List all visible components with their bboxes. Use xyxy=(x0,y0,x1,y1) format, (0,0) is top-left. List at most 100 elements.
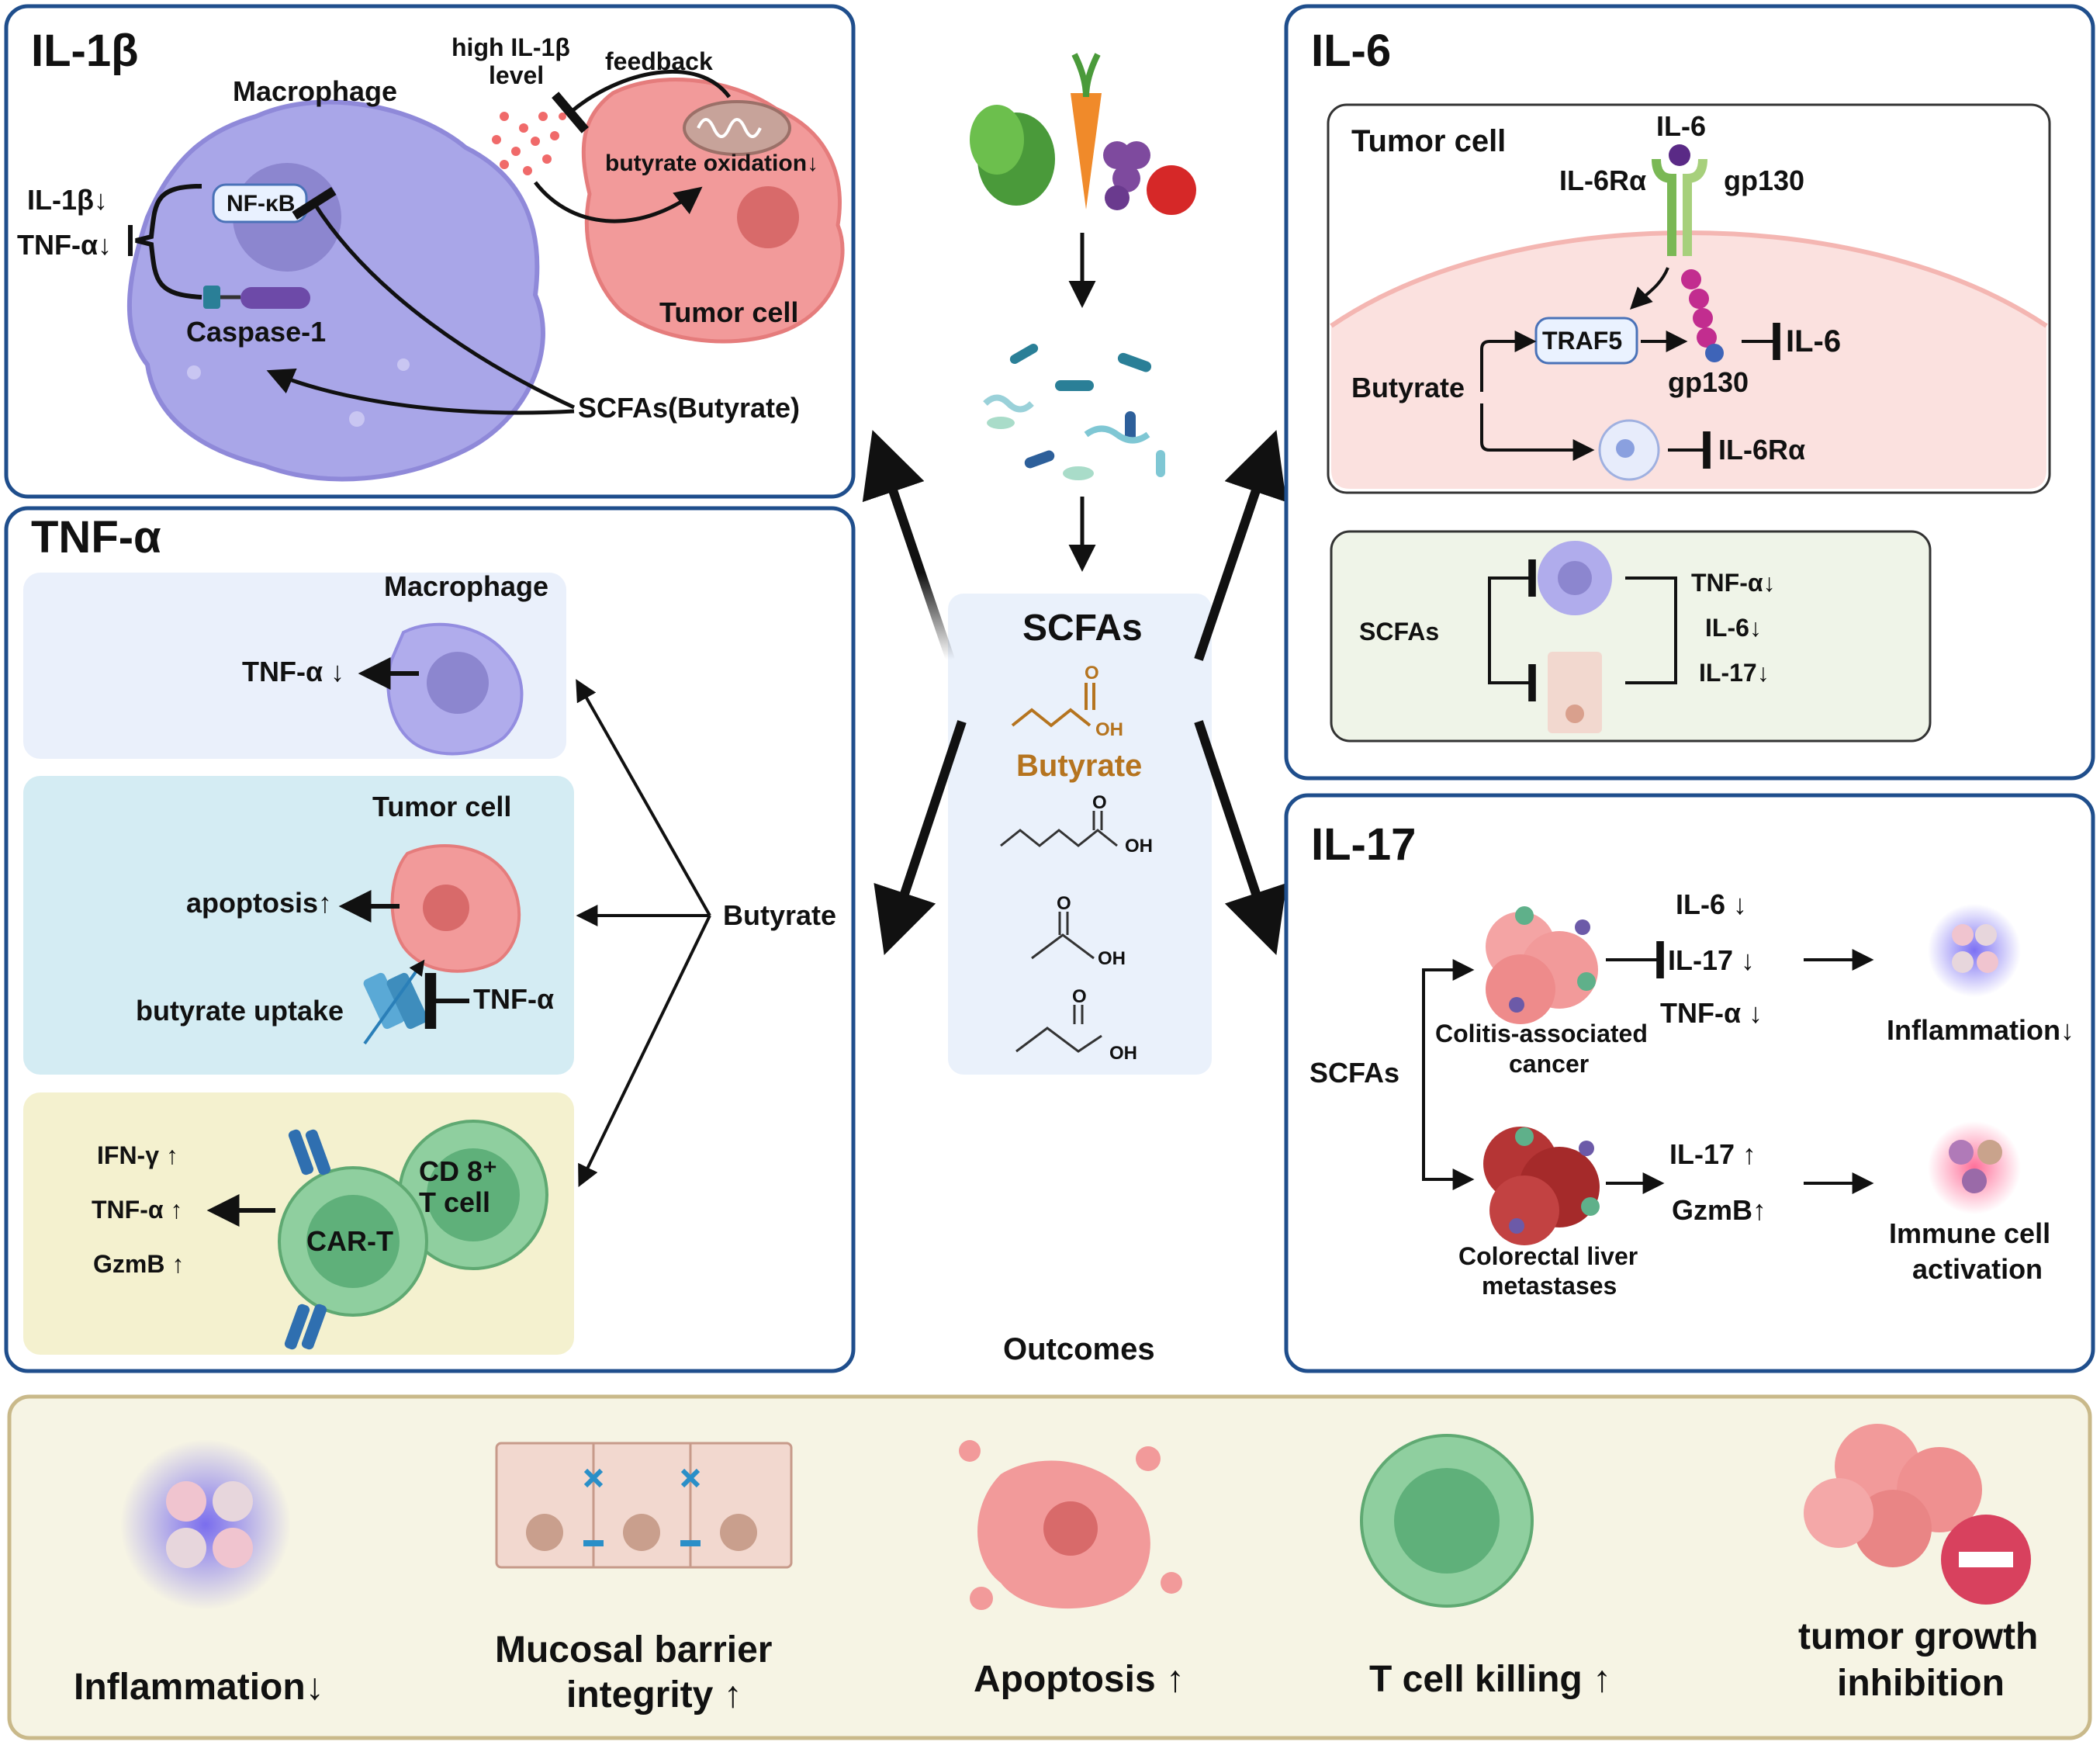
tumor-cell-icon xyxy=(390,844,521,973)
scfas-to-caspase xyxy=(266,368,575,415)
vegetables-icon xyxy=(970,53,1196,215)
immune-cells-pink-icon xyxy=(1928,1121,2021,1214)
butyrate-center-label: Butyrate xyxy=(1016,749,1142,783)
macrophage-icon xyxy=(1538,541,1612,615)
outcome-mucosal-label-1: Mucosal barrier xyxy=(495,1629,772,1671)
epithelial-cell-icon xyxy=(1548,652,1602,733)
mol4-oh: OH xyxy=(1109,1043,1137,1064)
outcomes-title: Outcomes xyxy=(1003,1332,1155,1366)
il1b-dots xyxy=(492,112,566,175)
outcomes-section: Outcomes Inflammation↓ Mucosal barrier i… xyxy=(7,1332,2092,1740)
uptake-label: butyrate uptake xyxy=(136,995,344,1027)
panel-il1b: IL-1β Macrophage NF-κB Caspase-1 IL-1β↓ … xyxy=(4,4,856,499)
cac-label-2: cancer xyxy=(1509,1050,1589,1078)
il6ra-label: IL-6Rα xyxy=(1559,164,1646,196)
macrophage-icon xyxy=(126,99,545,482)
tnfa-down-label: TNF-α↓ xyxy=(17,229,112,261)
immune-label-1: Immune cell xyxy=(1889,1217,2050,1249)
mol3-oh: OH xyxy=(1098,948,1126,969)
il6-tnfa-label: TNF-α↓ xyxy=(1691,569,1776,597)
outcome-mucosal-label-2: integrity ↑ xyxy=(566,1674,742,1716)
valerate-molecule xyxy=(1000,811,1118,847)
scfas-inhibit-nfkb xyxy=(292,186,576,410)
bacteria-icon xyxy=(983,344,1165,480)
il17-il17-label: IL-17 ↓ xyxy=(1668,944,1755,976)
il1b-down-label: IL-1β↓ xyxy=(27,184,108,216)
high-il1b-label-2: level xyxy=(489,61,544,89)
oxidation-label: butyrate oxidation↓ xyxy=(605,151,818,176)
caspase-label: Caspase-1 xyxy=(186,316,326,348)
receptor-icon xyxy=(1652,144,1707,256)
outcome-apoptosis-label: Apoptosis ↑ xyxy=(974,1659,1185,1700)
tumor-inhibition-icon xyxy=(1804,1424,2031,1605)
tnfa-tumor-label: Tumor cell xyxy=(372,791,511,822)
high-il1b-label-1: high IL-1β xyxy=(451,33,570,61)
il6-inhibited-label: IL-6 xyxy=(1786,324,1841,358)
panel-title-il1b: IL-1β xyxy=(31,26,139,76)
mol2-oh: OH xyxy=(1125,836,1153,857)
il6-top-label: IL-6 xyxy=(1656,110,1706,142)
il6-il17-label: IL-17↓ xyxy=(1699,659,1770,687)
tumor-cluster-icon xyxy=(1486,906,1598,1024)
transporter-icon xyxy=(363,959,428,1045)
mol2-o: O xyxy=(1092,792,1107,813)
gzmb-up-label: GzmB↑ xyxy=(1672,1194,1766,1226)
gp130-bottom-label: gp130 xyxy=(1668,366,1749,398)
scfas-center-label: SCFAs xyxy=(1022,608,1143,649)
mol4-o: O xyxy=(1072,986,1087,1007)
outcome-tumor-label-1: tumor growth xyxy=(1798,1616,2038,1657)
butyrate-molecule xyxy=(1011,683,1095,728)
acetate-molecule xyxy=(1031,912,1095,960)
scfas-butyrate-label: SCFAs(Butyrate) xyxy=(578,392,800,424)
t-cell-icon xyxy=(1360,1434,1534,1608)
tnfa-butyrate-label: Butyrate xyxy=(723,899,836,931)
apoptosis-icon xyxy=(959,1440,1182,1610)
clm-label-2: metastases xyxy=(1482,1272,1617,1300)
immune-cells-blue-icon xyxy=(1928,904,2021,997)
panel-tnfa: TNF-α Macrophage TNF-α ↓ Tumor cell apop… xyxy=(4,506,856,1373)
outcome-tcell-label: T cell killing ↑ xyxy=(1369,1659,1611,1700)
outcome-tumor-label-2: inhibition xyxy=(1837,1663,2005,1704)
car-t-icon xyxy=(278,1120,548,1350)
arrow-to-il1b xyxy=(862,430,955,661)
tnfa-macrophage-label: Macrophage xyxy=(384,570,548,602)
cd8-label-2: T cell xyxy=(419,1186,490,1218)
il17-tnfa-label: TNF-α ↓ xyxy=(1660,997,1763,1029)
tnfa-up-label: TNF-α ↑ xyxy=(92,1196,182,1224)
mol3-o: O xyxy=(1057,893,1071,914)
gp130-label: gp130 xyxy=(1724,164,1804,196)
traf5-label: TRAF5 xyxy=(1542,327,1622,355)
immune-label-2: activation xyxy=(1912,1253,2043,1285)
panel-il17: IL-17 SCFAs Colitis-associated cancer Co… xyxy=(1284,793,2095,1373)
tumor-cell-label: Tumor cell xyxy=(659,296,798,328)
metastasis-cluster-icon xyxy=(1483,1127,1600,1245)
clm-label-1: Colorectal liver xyxy=(1458,1242,1638,1270)
panel-title-il6: IL-6 xyxy=(1311,26,1391,76)
scfa-box xyxy=(948,594,1212,1075)
il6-butyrate-label: Butyrate xyxy=(1351,372,1465,403)
il6ra-inhibited-label: IL-6Rα xyxy=(1718,434,1805,466)
center-column: SCFAs O OH Butyrate O OH O OH O OH xyxy=(862,53,1287,1075)
il6-il6-label: IL-6↓ xyxy=(1705,614,1762,642)
caspase-icon xyxy=(203,286,220,309)
il17-inflammation-label: Inflammation↓ xyxy=(1887,1014,2074,1046)
arrow-to-tnfa xyxy=(874,720,967,955)
macrophage-icon xyxy=(386,622,524,756)
panel-title-il17: IL-17 xyxy=(1311,819,1416,870)
arrow-to-il6 xyxy=(1194,430,1287,661)
cd8-label-1: CD 8⁺ xyxy=(419,1155,497,1187)
macrophage-label: Macrophage xyxy=(233,75,397,107)
cart-label: CAR-T xyxy=(306,1225,393,1257)
arrow-to-il17 xyxy=(1194,720,1287,955)
butyrate-o: O xyxy=(1085,663,1099,684)
apoptosis-label: apoptosis↑ xyxy=(186,887,332,919)
il6-scfa-box xyxy=(1330,530,1932,743)
epithelium-icon xyxy=(495,1442,793,1569)
tnfa-inhibitor-label: TNF-α xyxy=(473,983,554,1015)
il6-scfas-label: SCFAs xyxy=(1359,618,1439,646)
cell-icon xyxy=(1598,419,1660,481)
il6-tumor-label: Tumor cell xyxy=(1351,124,1506,158)
il17-il6-label: IL-6 ↓ xyxy=(1676,888,1747,920)
mitochondria-icon xyxy=(683,100,791,156)
il17-scfas-label: SCFAs xyxy=(1309,1057,1399,1089)
